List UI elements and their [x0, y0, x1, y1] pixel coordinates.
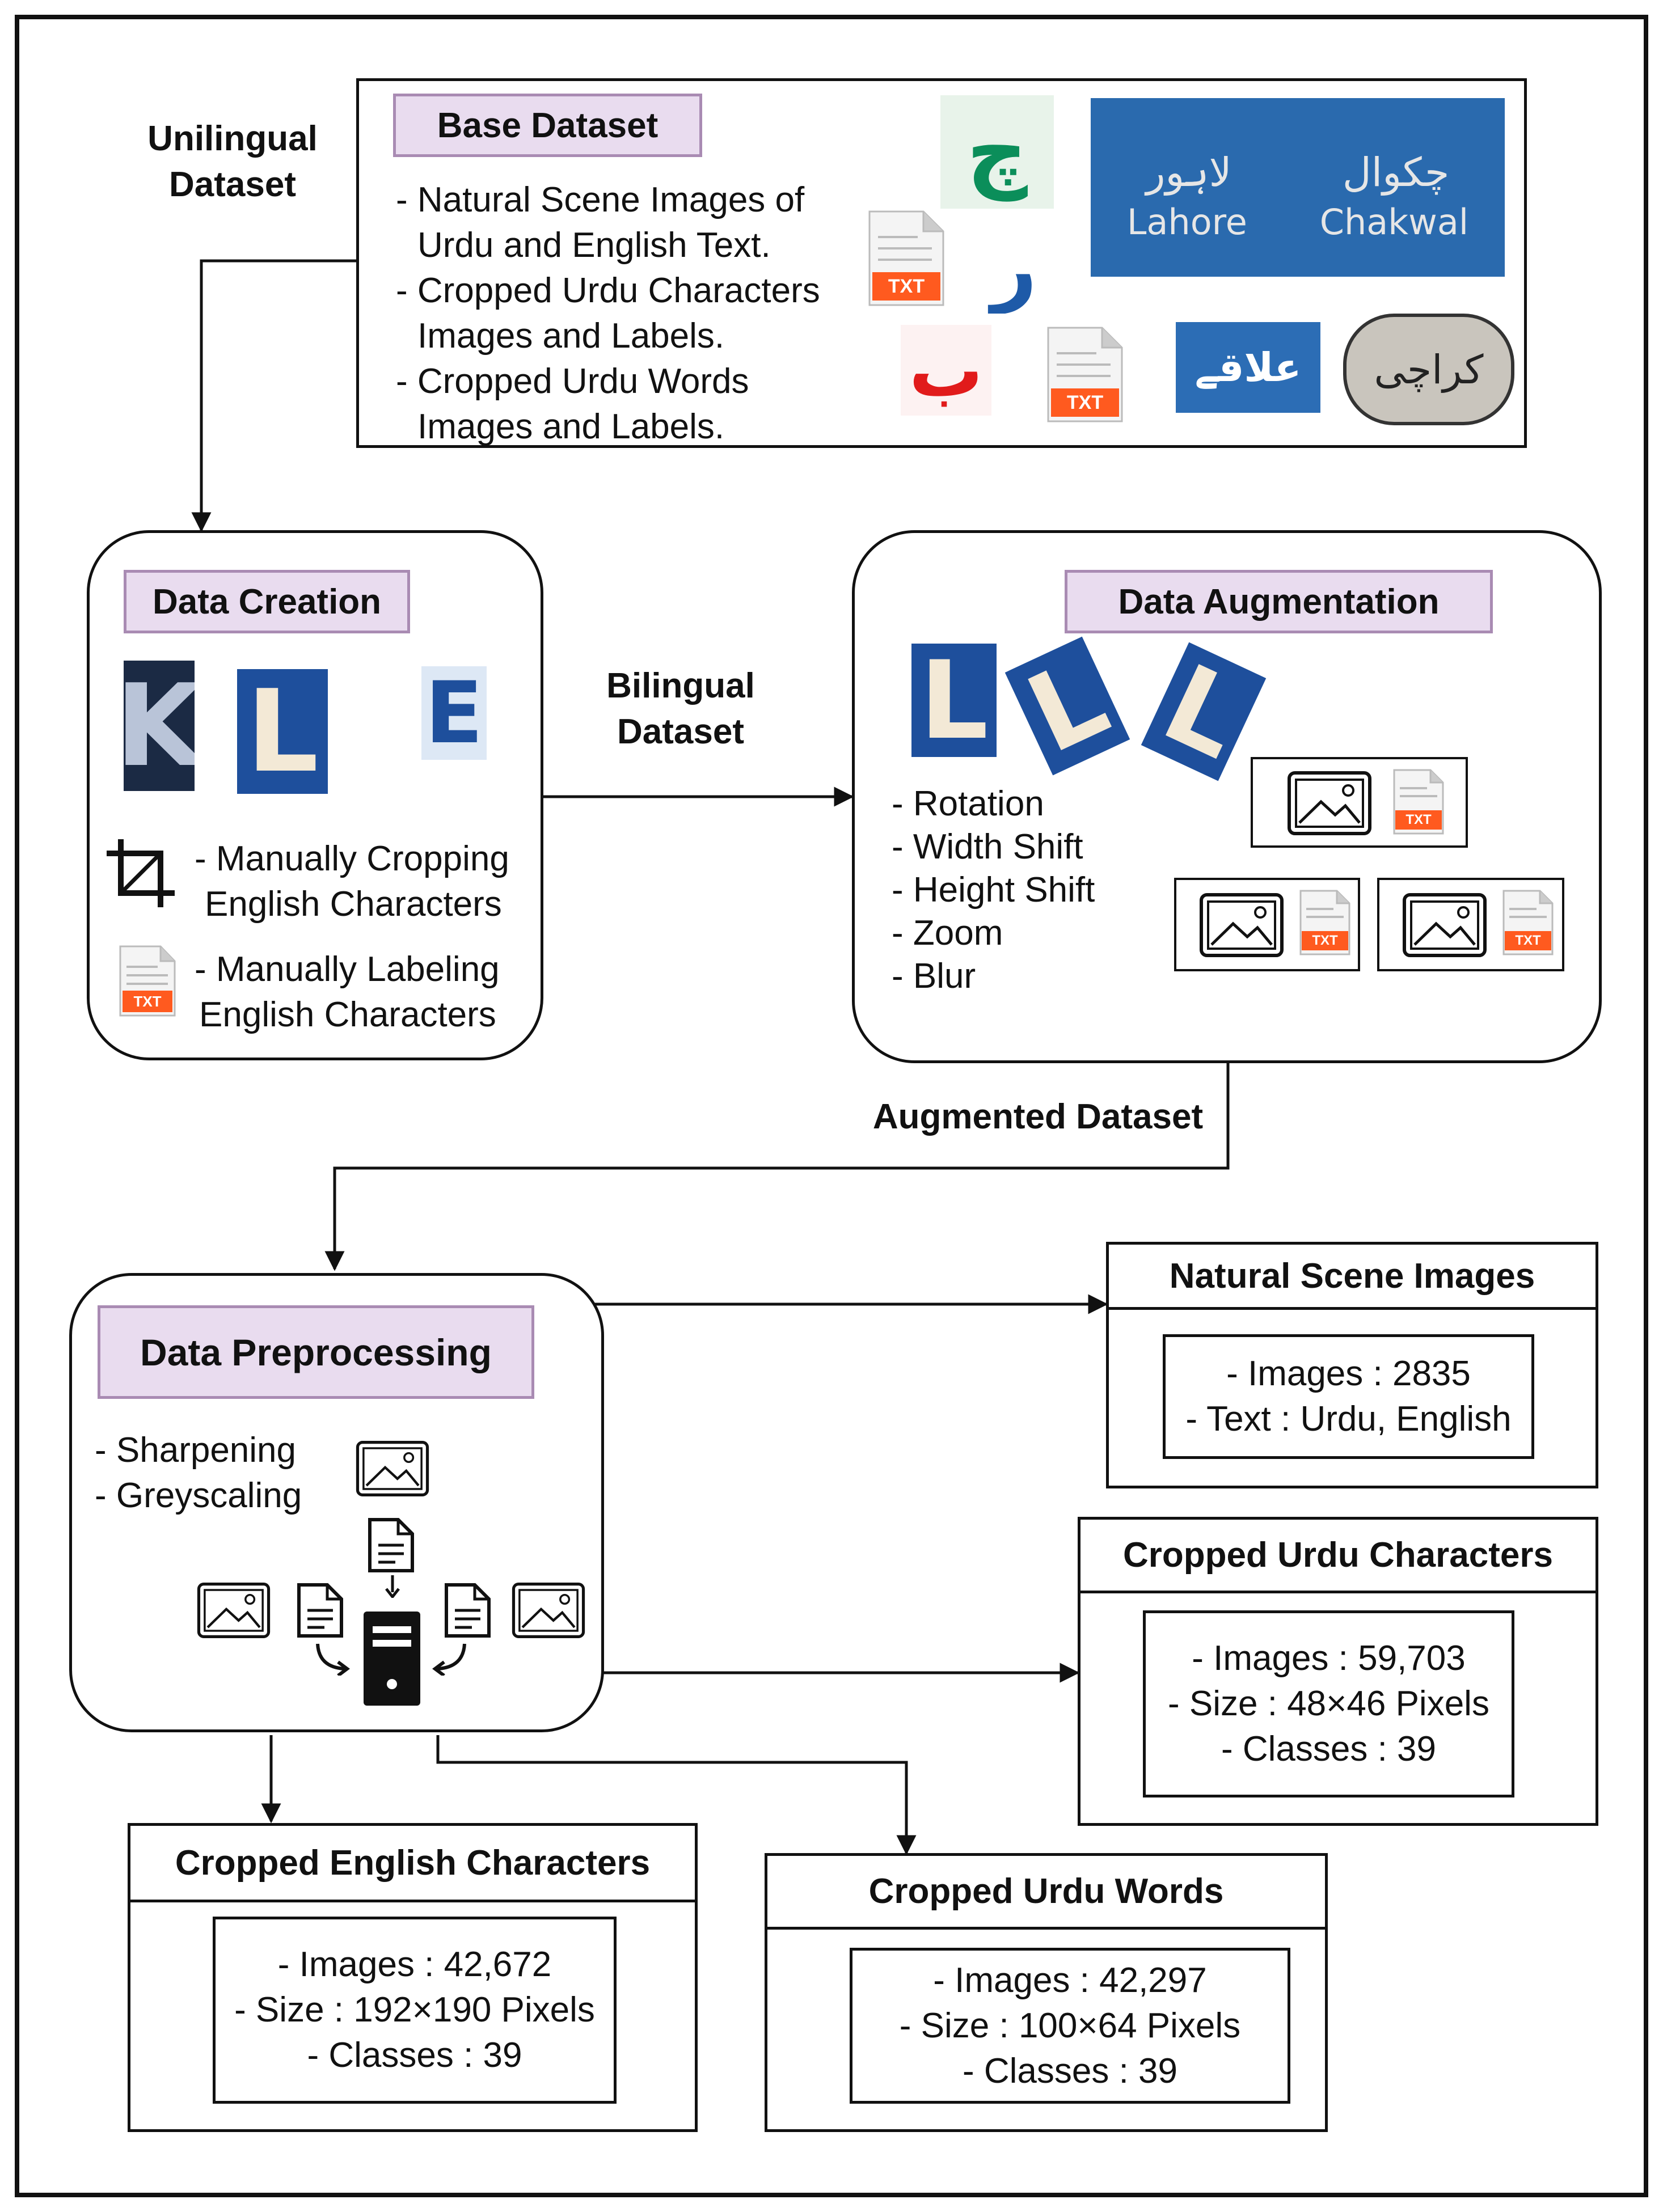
letter-k-sample: K [124, 661, 195, 791]
cropped-urdu-words-details: - Images : 42,297 - Size : 100×64 Pixels… [850, 1948, 1290, 2104]
server-icon [362, 1610, 422, 1707]
augmentation-bullets: - Rotation - Width Shift - Height Shift … [892, 784, 1095, 996]
natural-scene-images-box: Natural Scene Images - Images : 2835 - T… [1106, 1242, 1598, 1488]
base-dataset-bullets: - Natural Scene Images of Urdu and Engli… [396, 180, 820, 446]
urdu-char-sample-2: ر [969, 223, 1060, 314]
cropped-english-characters-details: - Images : 42,672 - Size : 192×190 Pixel… [213, 1917, 617, 2104]
letter-e-sample: E [421, 666, 487, 760]
image-icon [1287, 771, 1372, 836]
data-preprocessing-title: Data Preprocessing [98, 1305, 534, 1399]
curved-arrow-icon [429, 1642, 469, 1677]
augmented-dataset-label: Augmented Dataset [872, 1097, 1204, 1136]
bilingual-label: Bilingual Dataset [606, 666, 755, 751]
cropped-urdu-words-title: Cropped Urdu Words [767, 1856, 1325, 1930]
augmentation-output-card-1: TXT [1174, 878, 1360, 971]
document-icon [367, 1517, 415, 1574]
data-augmentation-title: Data Augmentation [1065, 570, 1493, 633]
txt-file-icon: TXT [1298, 889, 1352, 957]
data-preprocessing-box: Data Preprocessing - Sharpening - Greysc… [69, 1273, 604, 1732]
cropped-urdu-characters-details: - Images : 59,703 - Size : 48×46 Pixels … [1143, 1610, 1514, 1797]
preprocessing-bullets: - Sharpening - Greyscaling [95, 1431, 302, 1515]
urdu-word-sample-1: علاقے [1176, 322, 1320, 413]
document-icon [296, 1582, 344, 1639]
crop-icon [104, 836, 178, 910]
cropped-english-characters-title: Cropped English Characters [130, 1826, 695, 1902]
document-icon [444, 1582, 492, 1639]
image-icon [1199, 893, 1284, 958]
label-step-text: - Manually Labeling English Characters [195, 950, 500, 1034]
cropped-urdu-words-box: Cropped Urdu Words - Images : 42,297 - S… [765, 1853, 1328, 2132]
curved-arrow-icon [313, 1642, 353, 1677]
urdu-char-sample-3: ب [901, 325, 991, 416]
augmented-letter-original: L [911, 644, 997, 757]
augmented-letter-rotated-2: L [1141, 642, 1267, 781]
image-icon [197, 1582, 271, 1639]
augmentation-source-card: TXT [1251, 757, 1468, 848]
natural-scene-images-title: Natural Scene Images [1109, 1245, 1596, 1310]
road-sign-image: لاہور چکوال Lahore Chakwal [1091, 98, 1505, 277]
image-icon [1402, 893, 1487, 958]
data-creation-title: Data Creation [124, 570, 410, 633]
cropped-english-characters-box: Cropped English Characters - Images : 42… [128, 1823, 698, 2132]
arrow-augmentation-to-preprocessing [324, 1063, 1230, 1271]
image-icon [512, 1582, 585, 1639]
data-creation-box: Data Creation K L E - Manually Cropping … [87, 530, 543, 1060]
base-dataset-box: Base Dataset - Natural Scene Images of U… [356, 78, 1527, 448]
urdu-word-sample-2: کراچی [1343, 314, 1514, 425]
augmented-letter-rotated-1: L [1004, 636, 1130, 776]
cropped-urdu-characters-title: Cropped Urdu Characters [1080, 1520, 1596, 1593]
base-dataset-title: Base Dataset [393, 94, 702, 157]
letter-l-sample: L [237, 669, 328, 794]
image-icon [356, 1440, 429, 1497]
arrow-base-to-creation [191, 259, 356, 532]
augmentation-output-card-2: TXT [1377, 878, 1564, 971]
urdu-char-sample-1: چ [940, 95, 1054, 209]
txt-file-icon: TXT [1045, 325, 1125, 424]
arrow-down-icon [384, 1575, 401, 1600]
unilingual-label: Unilingual Dataset [147, 119, 318, 204]
cropped-urdu-characters-box: Cropped Urdu Characters - Images : 59,70… [1078, 1517, 1598, 1826]
data-augmentation-box: Data Augmentation L L L - Rotation - Wid… [852, 530, 1602, 1063]
arrow-to-urdu-words [436, 1735, 917, 1855]
txt-file-icon: TXT [1501, 889, 1555, 957]
natural-scene-images-details: - Images : 2835 - Text : Urdu, English [1163, 1334, 1534, 1459]
txt-file-icon: TXT [867, 209, 946, 308]
crop-step-text: - Manually Cropping English Characters [195, 839, 509, 924]
txt-file-icon: TXT [1392, 768, 1446, 836]
txt-file-icon: TXT [118, 944, 178, 1018]
